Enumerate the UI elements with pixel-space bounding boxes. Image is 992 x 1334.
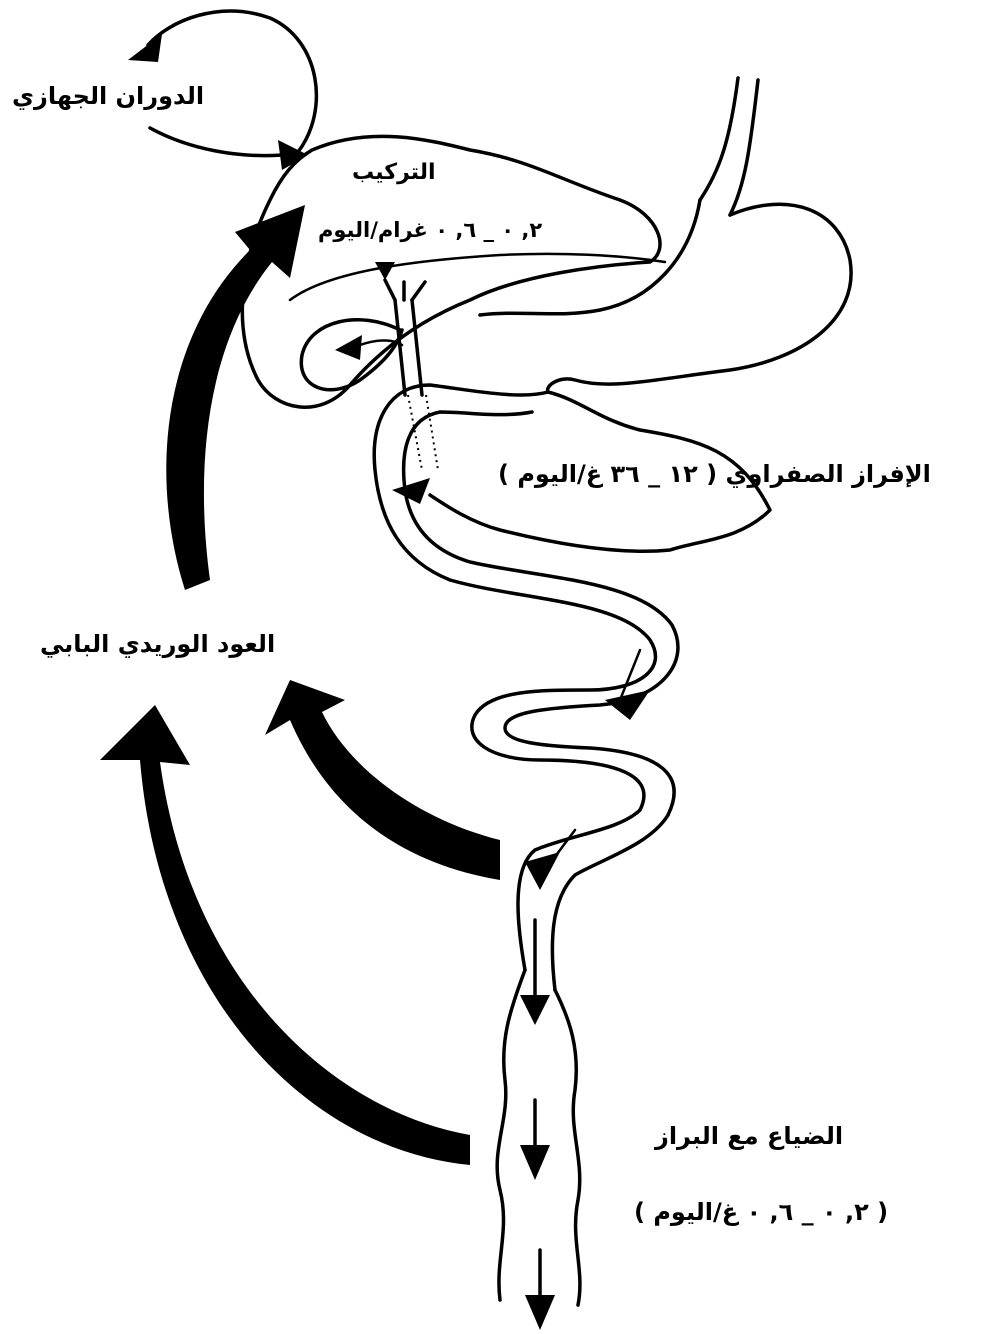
systemic-circulation-loop — [128, 9, 319, 170]
portal-return-arrows — [100, 205, 500, 1165]
stomach — [478, 198, 853, 394]
fecal-loss-title: الضياع مع البراز — [655, 1122, 844, 1150]
biliary-secretion-label: الإفراز الصفراوي ( ١٢ _ ٣٦ غ/اليوم ) — [498, 460, 931, 488]
intestine — [495, 648, 670, 1330]
portal-venous-return-label: العود الوريدي البابي — [40, 630, 276, 658]
duodenum-and-pancreas — [372, 383, 772, 817]
composition-rate: ٢, ٠ _ ٦, ٠ غرام/اليوم — [318, 218, 543, 242]
esophagus — [698, 76, 760, 217]
gallbladder-and-bile-ducts — [299, 262, 427, 397]
liver — [240, 134, 667, 409]
systemic-circulation-label: الدوران الجهازي — [12, 82, 205, 110]
composition-title: التركيب — [352, 160, 436, 185]
fecal-loss-rate: ( ٢, ٠ _ ٦, ٠ غ/اليوم ) — [634, 1198, 889, 1226]
